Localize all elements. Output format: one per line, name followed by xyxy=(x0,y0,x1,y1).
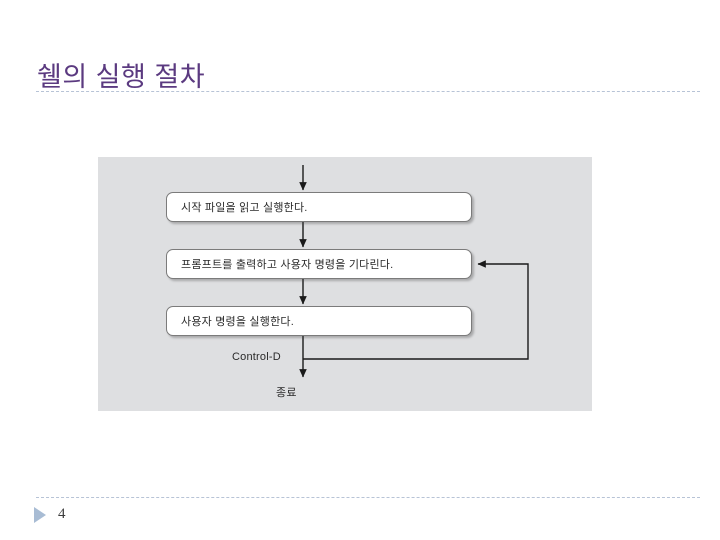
flow-box-label: 프롬프트를 출력하고 사용자 명령을 기다린다. xyxy=(181,259,394,271)
title-divider xyxy=(36,91,700,92)
edge-label-control-d: Control-D xyxy=(232,351,281,363)
play-triangle-icon xyxy=(34,506,46,523)
flow-box-read-startup-file: 시작 파일을 읽고 실행한다. xyxy=(166,192,472,222)
slide-footer: 4 xyxy=(34,506,66,523)
page-title: 쉘의 실행 절차 xyxy=(37,62,206,93)
page-number: 4 xyxy=(58,506,66,522)
connector-loop-back-to-box2 xyxy=(303,260,529,360)
flow-box-label: 시작 파일을 읽고 실행한다. xyxy=(181,202,308,214)
flow-box-execute-command: 사용자 명령을 실행한다. xyxy=(166,306,472,336)
flowchart-connectors xyxy=(299,165,529,378)
edge-label-terminate: 종료 xyxy=(276,387,297,399)
flow-box-print-prompt-wait: 프롬프트를 출력하고 사용자 명령을 기다린다. xyxy=(166,249,472,279)
footer-divider xyxy=(36,497,700,498)
flowchart-panel: 시작 파일을 읽고 실행한다. 프롬프트를 출력하고 사용자 명령을 기다린다.… xyxy=(98,157,592,411)
flow-box-label: 사용자 명령을 실행한다. xyxy=(181,316,294,328)
